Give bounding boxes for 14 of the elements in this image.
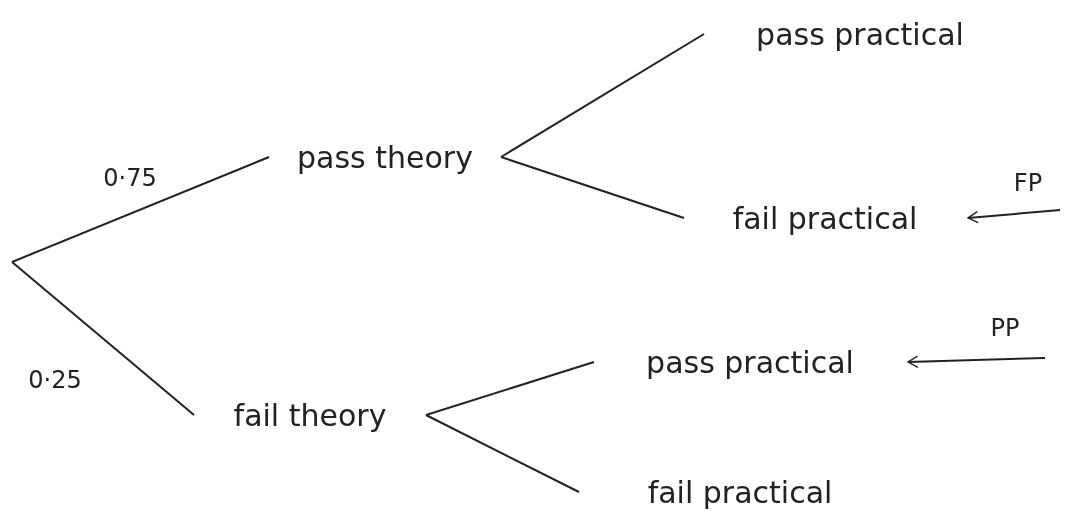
branch-line <box>425 361 595 416</box>
arrow <box>967 209 1061 224</box>
outcome-label: fail practical <box>690 196 960 240</box>
branch-line <box>11 156 270 263</box>
arrow <box>907 355 1046 368</box>
outcome-label: pass theory <box>275 135 495 179</box>
branch-line <box>500 156 685 219</box>
branch-line <box>11 261 195 416</box>
outcome-label: pass practical <box>600 340 900 384</box>
branch-line <box>500 33 705 158</box>
branch-line <box>425 414 580 493</box>
outcome-label: fail practical <box>585 470 895 514</box>
outcome-label: fail theory <box>200 393 420 437</box>
outcome-label: pass practical <box>710 12 1010 56</box>
